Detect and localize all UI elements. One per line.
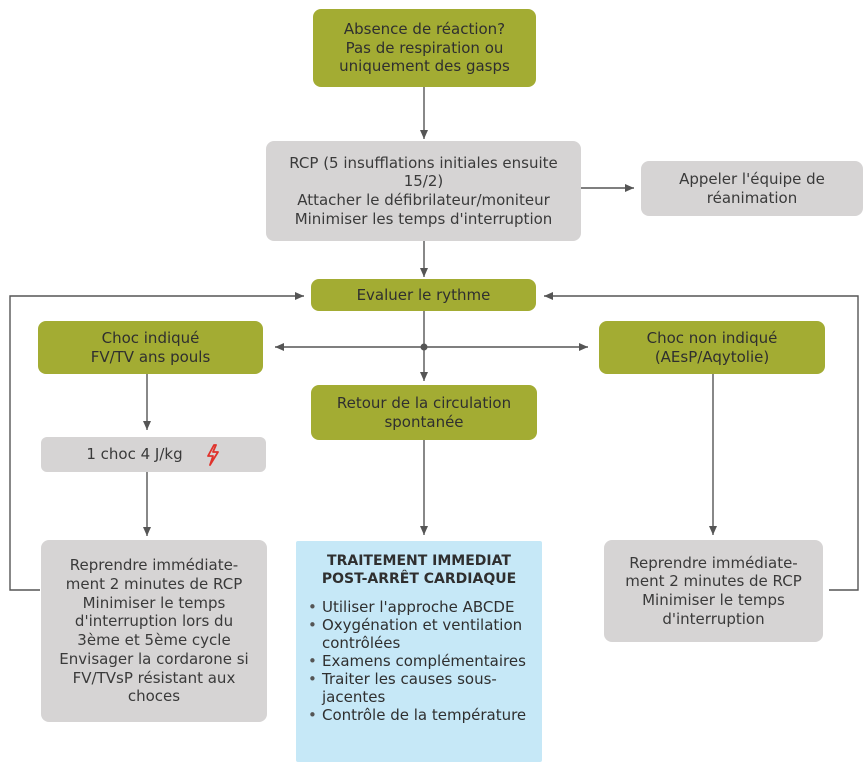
junction-dot — [420, 343, 428, 351]
post-arrest-title: POST-ARRÊT CARDIAQUE — [321, 571, 517, 588]
evaluate-rhythm-box: Evaluer le rythme — [311, 279, 536, 311]
list-item: Contrôle de la température — [308, 706, 536, 724]
resume-left-line: 3ème et 5ème cycle — [77, 631, 231, 649]
list-item: Oxygénation et ventilation contrôlées — [308, 616, 536, 652]
start-line: Absence de réaction? — [343, 19, 506, 38]
call-team-line: Appeler l'équipe de — [679, 169, 825, 188]
shock-box: 1 choc 4 J/kg — [41, 437, 266, 472]
rcp-line: RCP (5 insufflations initiales ensuite — [289, 153, 558, 172]
shockable-box: Choc indiqué FV/TV ans pouls — [38, 321, 263, 374]
resume-left-line: ment 2 minutes de RCP — [65, 574, 243, 593]
start-box: Absence de réaction? Pas de respiration … — [313, 9, 536, 87]
shock-label: 1 choc 4 J/kg — [86, 445, 183, 464]
rcp-box: RCP (5 insufflations initiales ensuite 1… — [266, 141, 581, 241]
resume-right-line: ment 2 minutes de RCP — [625, 572, 802, 591]
non-shockable-line: Choc non indiqué — [646, 328, 778, 347]
rosc-line: Retour de la circulation — [336, 393, 512, 412]
resume-left-line: FV/TVsP résistant aux — [72, 668, 236, 687]
non-shockable-line: (AEsP/Aqytolie) — [654, 347, 770, 366]
non-shockable-box: Choc non indiqué (AEsP/Aqytolie) — [599, 321, 825, 374]
rosc-box: Retour de la circulation spontanée — [311, 385, 537, 440]
resume-left-line: choces — [127, 687, 181, 706]
rosc-line: spontanée — [384, 412, 464, 431]
rcp-line: Minimiser les temps d'interruption — [294, 209, 553, 228]
resume-right-line: Minimiser le temps — [642, 591, 785, 609]
post-arrest-box: TRAITEMENT IMMEDIAT POST-ARRÊT CARDIAQUE… — [296, 541, 542, 762]
evaluate-label: Evaluer le rythme — [356, 285, 491, 304]
lightning-icon — [205, 443, 221, 466]
resume-right-line: Reprendre immédiate- — [629, 553, 798, 572]
call-team-line: réanimation — [706, 188, 798, 207]
start-line: uniquement des gasps — [339, 57, 510, 76]
rcp-line: Attacher le défibrilateur/moniteur — [297, 191, 550, 209]
list-item: Examens complémentaires — [308, 652, 536, 670]
list-item: Utiliser l'approche ABCDE — [308, 598, 536, 616]
resume-right-box: Reprendre immédiate- ment 2 minutes de R… — [604, 540, 823, 642]
rcp-line: 15/2) — [403, 172, 444, 191]
shockable-line: Choc indiqué — [101, 328, 200, 347]
resume-left-box: Reprendre immédiate- ment 2 minutes de R… — [41, 540, 267, 722]
resume-right-line: d'interruption — [662, 609, 765, 628]
list-item: Traiter les causes sous-jacentes — [308, 670, 536, 706]
resume-left-line: d'interruption lors du — [74, 612, 234, 631]
start-line: Pas de respiration ou — [345, 38, 504, 57]
shockable-line: FV/TV ans pouls — [90, 347, 211, 366]
resume-left-line: Reprendre immédiate- — [69, 556, 239, 574]
resume-left-line: Minimiser le temps — [82, 593, 226, 612]
post-arrest-title: TRAITEMENT IMMEDIAT — [327, 553, 511, 569]
resume-left-line: Envisager la cordarone si — [59, 649, 249, 668]
post-arrest-list: Utiliser l'approche ABCDE Oxygénation et… — [296, 598, 542, 724]
call-team-box: Appeler l'équipe de réanimation — [641, 161, 863, 216]
loop-left — [9, 292, 304, 591]
loop-right — [544, 292, 859, 591]
